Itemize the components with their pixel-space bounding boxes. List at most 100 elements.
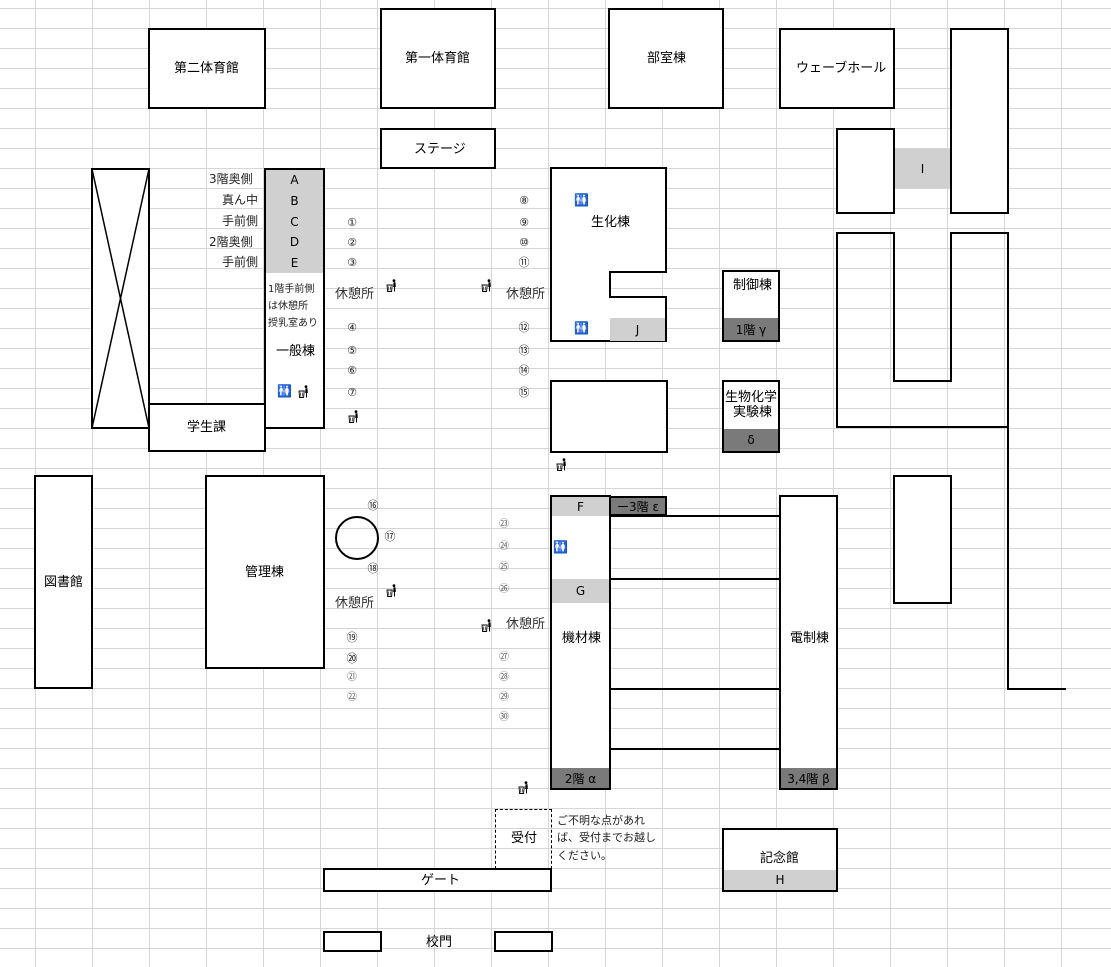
general-label: 一般棟	[276, 344, 316, 359]
booth-number: ④	[347, 321, 357, 334]
u-building-inner-left	[893, 232, 895, 382]
booth-number: ㉗	[499, 652, 509, 663]
room-j: J	[610, 318, 665, 341]
library-label: 図書館	[44, 575, 84, 590]
room-g: G	[552, 579, 609, 603]
restroom-icon: 🚻	[553, 540, 568, 554]
gym1-label: 第一体育館	[405, 51, 471, 66]
biochem-label: 生化棟	[591, 215, 631, 230]
general-note-line3: 授乳室あり	[268, 318, 318, 329]
trash-can-icon	[386, 584, 397, 597]
trash-can-icon	[556, 458, 567, 471]
room-gamma: 1階 γ	[724, 318, 778, 340]
admin-label: 管理棟	[245, 565, 285, 580]
u-building-right-top	[950, 232, 1009, 234]
bio-lab-label-1: 生物化学	[725, 390, 778, 405]
electrical-label: 電制棟	[790, 631, 830, 646]
equipment-building	[550, 495, 611, 790]
booth-number: ⑯	[367, 499, 379, 512]
booth-number: ⑳	[346, 652, 358, 665]
bio-lab-label-2: 実験棟	[733, 405, 773, 420]
booth-number: ⑲	[346, 631, 358, 644]
control-label: 制御棟	[733, 278, 773, 293]
room-epsilon: ー3階 ε	[609, 496, 667, 516]
rest-area-label: 休憩所	[506, 287, 546, 302]
admin-building	[205, 475, 325, 669]
booth-number: ⑫	[518, 321, 530, 334]
room-d: D	[266, 232, 323, 252]
rest-area-label: 休憩所	[506, 617, 546, 632]
right-block-small	[836, 128, 895, 214]
room-f: F	[552, 497, 609, 516]
u-building-inner-right	[950, 232, 952, 382]
booth-number: ㉓	[499, 519, 509, 530]
floor-label-front-2: 手前側	[222, 255, 259, 269]
restroom-icon: 🚻	[574, 193, 589, 207]
booth-number: ⑱	[367, 562, 379, 575]
biochem-annex	[550, 380, 668, 453]
u-building-right-wall	[1007, 232, 1009, 690]
school-gate-pillar-left	[323, 931, 382, 952]
floor-label-3f-back: 3階奥側	[209, 172, 253, 186]
booth-number: ⑧	[519, 194, 529, 207]
gym2-label: 第二体育館	[174, 61, 240, 76]
booth-number: ⑨	[519, 216, 529, 229]
memorial-label: 記念館	[760, 851, 800, 866]
room-b: B	[266, 190, 323, 211]
right-block-tall	[950, 28, 1009, 214]
gym1-building	[380, 8, 496, 109]
general-note-line2: は休憩所	[268, 301, 308, 312]
booth-number: ⑩	[519, 236, 529, 249]
room-a: A	[266, 170, 323, 190]
restroom-icon: 🚻	[277, 384, 292, 398]
student-affairs-label: 学生課	[187, 420, 227, 435]
booth-number: ⑭	[518, 364, 530, 377]
right-lower-block	[893, 475, 952, 604]
booth-number: ⑪	[518, 256, 530, 269]
room-h: H	[724, 870, 836, 890]
booth-number: ㉔	[499, 541, 509, 552]
wave-hall-building	[779, 28, 895, 109]
room-delta: δ	[724, 429, 778, 451]
closed-cross-icon	[91, 168, 150, 429]
u-building-tail	[1007, 688, 1066, 690]
room-alpha: 2階 α	[552, 768, 609, 788]
student-affairs-building	[148, 403, 266, 452]
connector	[609, 578, 781, 580]
booth-number: ⑬	[518, 344, 530, 357]
rest-area-label: 休憩所	[335, 287, 375, 302]
booth-number: ⑮	[518, 386, 530, 399]
booth-number: ㉕	[499, 562, 509, 573]
booth-number: ㉖	[499, 584, 509, 595]
gym2-building	[148, 28, 266, 109]
room-beta: 3,4階 β	[781, 768, 836, 788]
trash-can-icon	[348, 410, 359, 423]
clubhouse-building	[608, 8, 724, 109]
booth-number: ⑦	[347, 386, 357, 399]
room-i: I	[895, 149, 950, 188]
stage-label: ステージ	[414, 142, 466, 157]
booth-number: ①	[347, 216, 357, 229]
school-gate-label: 校門	[426, 935, 453, 950]
reception-note-line1: ご不明な点があれ	[557, 814, 645, 827]
booth-number: ⑰	[384, 530, 396, 543]
wave-hall-label: ウェーブホール	[796, 61, 887, 76]
gate	[323, 868, 552, 892]
u-building-bottom	[836, 426, 1009, 428]
reception-note-line2: ば、受付までお越し	[557, 831, 656, 844]
library-building	[34, 475, 93, 689]
booth-number: ㉚	[499, 712, 509, 723]
floor-label-middle: 真ん中	[222, 193, 259, 207]
booth-number: ⑥	[347, 364, 357, 377]
biochem-building	[550, 167, 667, 342]
trash-can-icon	[481, 279, 492, 292]
booth-number: ㉙	[499, 692, 509, 703]
connector	[609, 688, 781, 690]
connector	[609, 515, 781, 517]
u-building-left-wall	[836, 232, 838, 428]
booth-number: ㉑	[347, 672, 357, 683]
trash-can-icon	[298, 385, 309, 398]
u-building-left-top	[836, 232, 895, 234]
electrical-building	[779, 495, 838, 790]
trash-can-icon	[518, 781, 529, 794]
